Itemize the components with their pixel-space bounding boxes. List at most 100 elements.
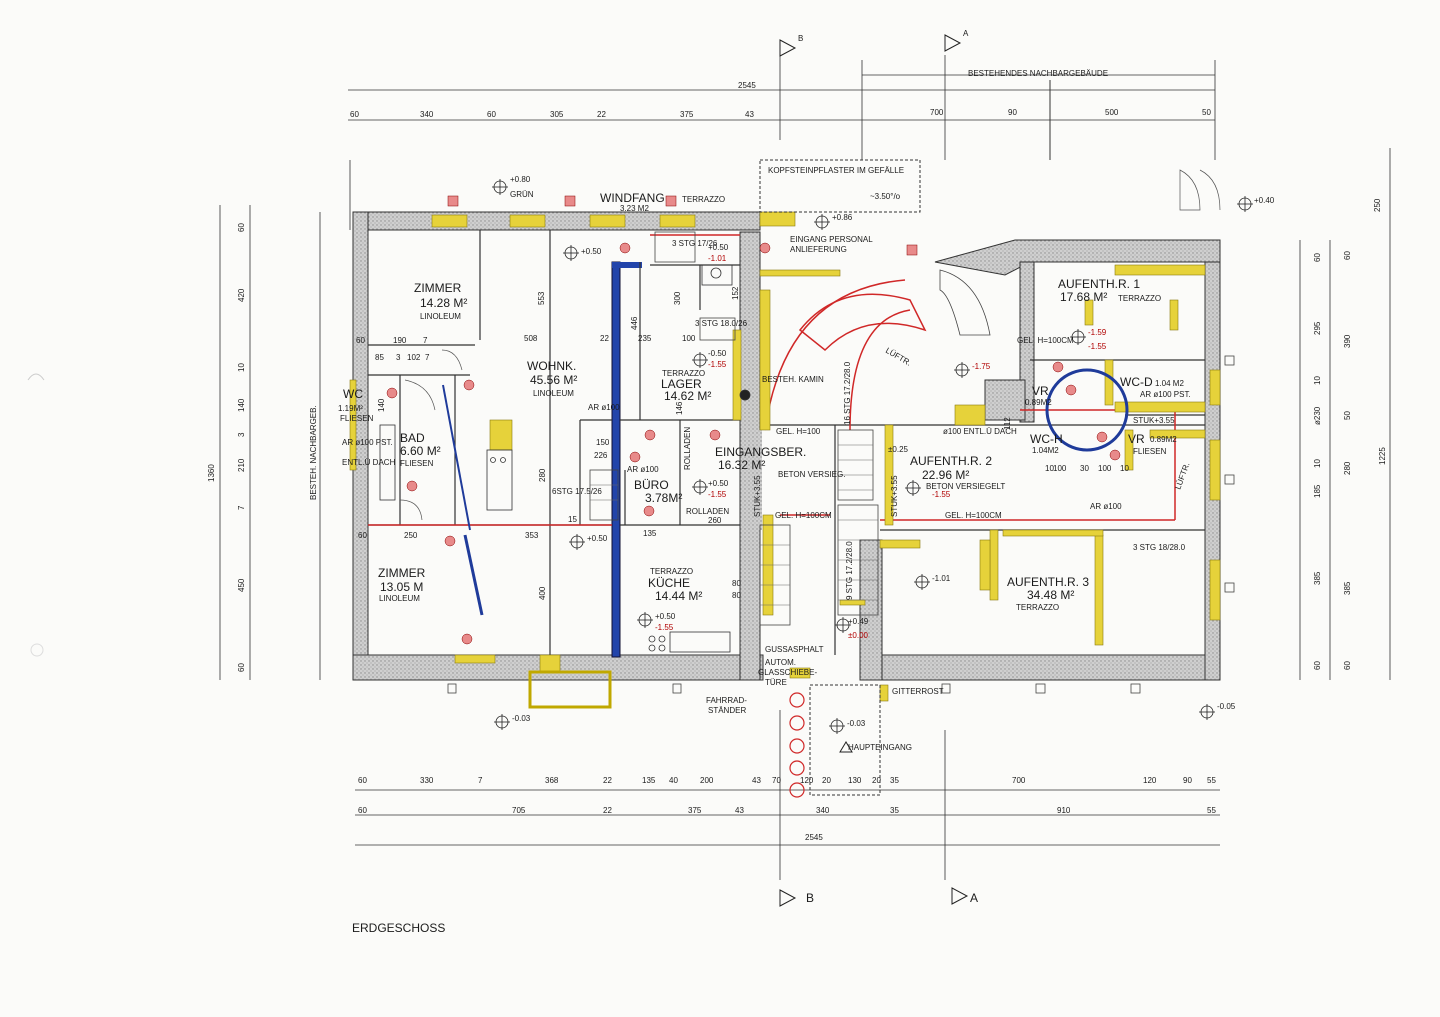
level-value: +0.50 (587, 534, 608, 543)
dim-text: 705 (512, 806, 526, 815)
room-name: WOHNK. (527, 359, 576, 373)
dim-text: 330 (420, 776, 434, 785)
dim-text: 150 (596, 438, 610, 447)
dim-text: 250 (1373, 198, 1382, 212)
room-area: 13.05 M (380, 580, 423, 594)
courtyard-ramp (798, 293, 927, 352)
dim-text: 60 (1343, 251, 1352, 260)
room-name: AUFENTH.R. 2 (910, 454, 992, 468)
level-value: -1.55 (932, 490, 951, 499)
level-value: +0.50 (708, 243, 729, 252)
room-wc1: WC 1.19M² FLIESEN (338, 387, 374, 423)
dim-text: 80 (732, 591, 741, 600)
dim-text: 55 (1207, 776, 1216, 785)
dim-text: 295 (1313, 321, 1322, 335)
room-area: 14.44 M² (655, 589, 702, 603)
dim-text: 100 (1053, 464, 1067, 473)
level-value: +0.50 (581, 247, 602, 256)
level-value: -1.01 (932, 574, 951, 583)
room-area: 14.62 M² (664, 389, 711, 403)
dim-text: 235 (638, 334, 652, 343)
dim-text: 260 (708, 516, 722, 525)
label-gel: GEL. H=100CM (1017, 336, 1074, 345)
label-gel: GEL. H=100 (776, 427, 821, 436)
label-glasschiebe: GLASSCHIEBE- (758, 668, 817, 677)
level-value: -1.01 (708, 254, 727, 263)
binder-hole (30, 643, 44, 657)
room-material: AR ø100 PST. (1140, 390, 1191, 399)
dimension-lines (219, 55, 1391, 880)
room-vr1: VR 0.89M2 (1025, 384, 1052, 407)
room-eingang: EINGANGSBER. 16.32 M² BETON VERSIEG. (715, 445, 845, 479)
room-area: 0.89M2 (1150, 435, 1177, 444)
dim-text: 508 (524, 334, 538, 343)
dim-text: 130 (848, 776, 862, 785)
dim-text: 140 (377, 398, 386, 412)
room-aufenth2: AUFENTH.R. 2 22.96 M² BETON VERSIEGELT (910, 454, 1005, 491)
label-entl: ENTL.Ü DACH (342, 458, 396, 467)
label-tuere: TÜRE (765, 678, 787, 687)
room-name: AUFENTH.R. 3 (1007, 575, 1089, 589)
label-stg: 3 STG 18.0/26 (695, 319, 748, 328)
label-fahrrad: FAHRRAD- (706, 696, 747, 705)
level-value: -1.75 (972, 362, 991, 371)
dim-text: 43 (745, 110, 754, 119)
dim-text: 22 (603, 776, 612, 785)
dim-text: 353 (525, 531, 539, 540)
room-name: WC (343, 387, 363, 401)
dim-text: 400 (538, 586, 547, 600)
label-gel: GEL. H=100CM (775, 511, 832, 520)
room-material: LINOLEUM (420, 312, 461, 321)
dim-text: 420 (237, 288, 246, 302)
room-area: 1.04 M2 (1155, 379, 1184, 388)
dim-text: 226 (594, 451, 608, 460)
label-ar: AR ø100 (588, 403, 620, 412)
section-label-b: B (806, 891, 814, 905)
dim-text: 340 (420, 110, 434, 119)
dim-text: 7 (478, 776, 483, 785)
dim-text: 1225 (1378, 447, 1387, 465)
room-name: WC-H (1030, 432, 1063, 446)
dim-text: 40 (669, 776, 678, 785)
section-label-a: A (970, 891, 978, 905)
dim-text: 280 (538, 468, 547, 482)
room-material: TERRAZZO (682, 195, 725, 204)
dim-text: 553 (537, 291, 546, 305)
level-symbols (492, 179, 1253, 734)
label-ar: AR ø100 PST. (342, 438, 393, 447)
room-name: KÜCHE (648, 576, 690, 590)
room-area: 6.60 M² (400, 444, 441, 458)
room-bad: BAD 6.60 M² FLIESEN (400, 431, 441, 468)
dim-text: 250 (404, 531, 418, 540)
dim-text: 7 (237, 505, 246, 510)
room-aufenth3: AUFENTH.R. 3 34.48 M² TERRAZZO (1007, 575, 1089, 612)
dim-text: 3 (396, 353, 401, 362)
dim-text: 102 (407, 353, 421, 362)
dim-text: 340 (816, 806, 830, 815)
section-markers (779, 34, 969, 907)
label-stg: 16 STG 17.2/28.0 (843, 361, 852, 425)
dim-text: 22 (600, 334, 609, 343)
dim-text: 55 (1207, 806, 1216, 815)
level-value: ±0.25 (888, 445, 909, 454)
dim-text: 7 (423, 336, 428, 345)
level-value: -1.55 (1088, 342, 1107, 351)
label-gussasphalt: GUSSASPHALT (765, 645, 824, 654)
dim-text: 140 (237, 398, 246, 412)
dim-text: 10 (1120, 464, 1129, 473)
room-area: 34.48 M² (1027, 588, 1074, 602)
dim-text: 190 (393, 336, 407, 345)
label-stuk: STUK+3.55 (890, 475, 899, 517)
dim-text: 185 (1313, 484, 1322, 498)
label-ar: AR ø100 (627, 465, 659, 474)
room-name: ZIMMER (378, 566, 426, 580)
dim-text: 375 (688, 806, 702, 815)
dim-text: 1360 (207, 464, 216, 482)
label-rolladen: ROLLADEN (683, 427, 692, 470)
label-autom: AUTOM. (765, 658, 796, 667)
label-gel: GEL. H=100CM (945, 511, 1002, 520)
dim-text: 43 (752, 776, 761, 785)
entrance-area (809, 684, 881, 796)
doors (399, 169, 1221, 521)
